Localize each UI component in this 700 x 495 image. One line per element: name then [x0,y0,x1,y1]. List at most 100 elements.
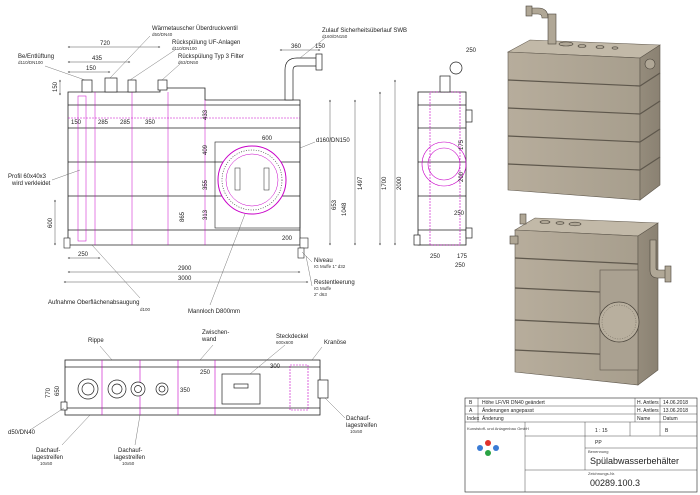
dim-top-720: 720 [100,41,111,47]
dim-side-175: 175 [459,139,465,150]
dim-side-200: 200 [459,171,465,182]
label-beentlueftung-spec: d110/DN100 [18,60,43,65]
label-rueckspuelung-uf: Rückspülung UF-Anlagen [172,40,240,46]
dim-side-250b: 250 [454,211,465,217]
label-niveau-spec: IG Muffe 1" d32 [314,264,346,269]
label-aufnahme: Aufnahme Oberflächenabsaugung [48,300,139,306]
dim-top-150b: 150 [315,44,326,50]
label-dachauf-left-spec: 10x50 [40,461,53,466]
dim-1497: 1497 [358,176,364,190]
label-restentleerung-spec2: 2" d63 [314,292,327,297]
dim-2000: 2000 [397,176,403,190]
tb-col-date: Datum [663,416,678,422]
tb-rev-a-name: H. Antlers [637,408,659,414]
tb-col-name: Name [637,416,651,422]
label-rippe: Rippe [88,338,104,344]
dim-top-360: 360 [291,44,302,50]
label-rueckspuelung-typ3-spec: d63/DN50 [178,60,199,65]
label-waermetauscher-spec: d50/DN40 [152,32,173,37]
dim-433: 433 [203,109,209,120]
label-rueckspuelung-uf-spec: d110/DN100 [172,46,197,51]
dim-manhole-200: 200 [282,236,293,242]
tb-sheet-rev: B [665,428,669,434]
tb-designation: Spülabwasserbehälter [590,456,679,466]
tb-drawing-no-label: Zeichnungs-Nr. [588,471,615,476]
dim-inner-350: 350 [145,120,156,126]
dim-left-150: 150 [53,81,59,92]
dim-653: 653 [332,199,338,210]
label-zwischenwand: Zwischen- [202,330,229,336]
tb-company: Kunststoff- und Anlagenbau GmbH [467,426,529,431]
tb-rev-b-text: Höhe LF/VR DN40 geändert [482,400,545,406]
label-dachauf-mid: Dachauf- [118,448,142,454]
label-dachauf-right-2: lagestreifen [346,423,377,429]
label-waermetauscher: Wärmetauscher Überdruckventil [152,25,238,32]
label-dachauf-left: Dachauf- [36,448,60,454]
dim-plan-770: 770 [46,387,52,398]
dim-side-175b: 175 [457,254,468,260]
tb-col-index: Index [467,416,480,422]
dim-865: 865 [180,211,186,222]
dim-bottom-2900: 2900 [178,266,192,272]
front-view: 720 435 150 360 150 [8,25,407,315]
dim-manhole-600: 600 [262,136,273,142]
dim-plan-350: 350 [180,388,191,394]
company-logo [477,440,499,456]
dim-side-250d: 250 [455,263,466,269]
tb-rev-b: B [469,400,473,406]
label-beentlueftung: Be/Entlüftung [18,54,54,60]
label-dachauf-left-2: lagestreifen [32,455,63,461]
label-mannloch: Mannloch D800mm [188,309,240,315]
label-steckdeckel: Steckdeckel [276,334,308,340]
dim-inner-285b: 285 [120,120,131,126]
tb-rev-a: A [469,408,473,414]
label-aufnahme-spec: d100 [140,307,151,312]
tb-rev-b-name: H. Antlers [637,400,659,406]
label-d160: d160/DN150 [316,138,350,144]
label-dachauf-right-spec: 10x50 [350,429,363,434]
dim-1700: 1700 [382,176,388,190]
plan-view: 770 650 250 350 300 Rippe Zwischen- wand… [8,330,377,466]
dim-bottom-250: 250 [78,252,89,258]
dim-top-435: 435 [92,56,103,62]
label-profil: Profil 60x40x3 [8,174,47,180]
label-d50: d50/DN40 [8,430,36,436]
title-block: B Höhe LF/VR DN40 geändert H. Antlers 14… [464,397,698,493]
dim-1048: 1048 [342,202,348,216]
tb-material: PP [595,440,602,446]
tb-rev-b-date: 14.06.2018 [663,400,688,406]
dim-409: 409 [203,144,209,155]
label-rueckspuelung-typ3: Rückspülung Typ 3 Filter [178,54,244,60]
render-3d-top [506,5,661,201]
dim-inner-285a: 285 [98,120,109,126]
dim-inner-150: 150 [71,120,82,126]
tb-drawing-no: 00289.100.3 [590,478,640,488]
label-niveau: Niveau [314,258,333,264]
label-zulauf-spec: d160/DN150 [322,34,348,39]
dim-bottom-3000: 3000 [178,276,192,282]
dim-355: 355 [203,179,209,190]
label-steckdeckel-spec: 600x600 [276,340,294,345]
tb-designation-label: Benennung [588,449,608,454]
dim-plan-650: 650 [55,385,61,396]
label-restentleerung-spec1: IG Muffe [314,286,332,291]
dim-plan-300: 300 [270,364,281,370]
dim-plan-250: 250 [200,370,211,376]
label-dachauf-mid-2: lagestreifen [114,455,145,461]
label-profil-2: wird verkleidet [11,181,51,187]
tb-rev-a-date: 13.06.2018 [663,408,688,414]
dim-left-600: 600 [48,217,54,228]
label-kranoese: Kranöse [324,340,347,346]
tb-col-change: Änderung [482,415,504,422]
dim-side-250c: 250 [430,254,441,260]
label-dachauf-right: Dachauf- [346,416,370,422]
side-view: 250 175 200 250 250 175 250 [413,48,477,269]
dim-side-250a: 250 [466,48,477,54]
dim-313: 313 [203,209,209,220]
tb-scale: 1 : 15 [595,428,608,434]
tb-rev-a-text: Änderungen angepasst [482,407,534,414]
render-3d-bottom [509,213,672,386]
dim-top-150: 150 [86,66,97,72]
label-zulauf: Zulauf Sicherheitsüberlauf SWB [322,28,407,34]
